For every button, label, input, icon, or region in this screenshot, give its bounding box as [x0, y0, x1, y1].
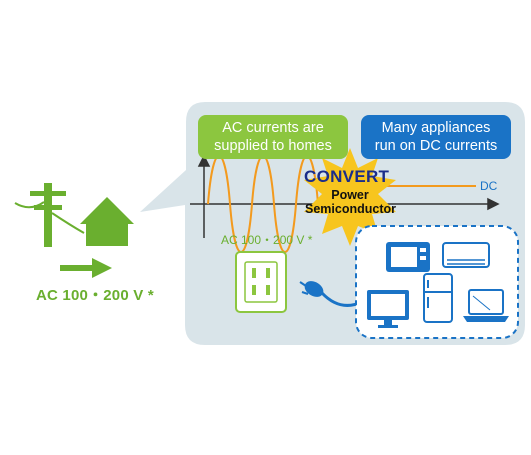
utility-pole-icon — [14, 183, 85, 247]
outlet-icon — [235, 251, 287, 313]
dc-axis-label: DC — [480, 179, 498, 193]
ac-voltage-caption: AC 100・200 V * — [36, 287, 154, 304]
tv-icon — [367, 290, 409, 328]
house-icon — [80, 197, 134, 246]
ac-wave-label: AC 100・200 V * — [221, 233, 313, 247]
dc-appliances-label-box: Many appliances run on DC currents — [361, 115, 511, 159]
dc-appliances-line2: run on DC currents — [374, 138, 498, 154]
dc-appliances-line1: Many appliances — [381, 120, 491, 136]
convert-label: CONVERT — [304, 167, 390, 186]
star-burst-icon — [304, 148, 396, 246]
air-conditioner-icon — [442, 242, 490, 268]
arrow-right-icon — [60, 258, 112, 278]
ac-supply-label-box: AC currents are supplied to homes — [198, 115, 348, 159]
power-line2: Semiconductor — [305, 202, 396, 216]
power-line1: Power — [331, 188, 369, 202]
refrigerator-icon — [423, 273, 453, 323]
laptop-icon — [463, 289, 509, 322]
ac-supply-line1: AC currents are — [222, 120, 324, 136]
power-semiconductor-label: Power Semiconductor — [305, 188, 396, 216]
ac-supply-line2: supplied to homes — [214, 138, 332, 154]
microwave-icon — [386, 242, 430, 272]
